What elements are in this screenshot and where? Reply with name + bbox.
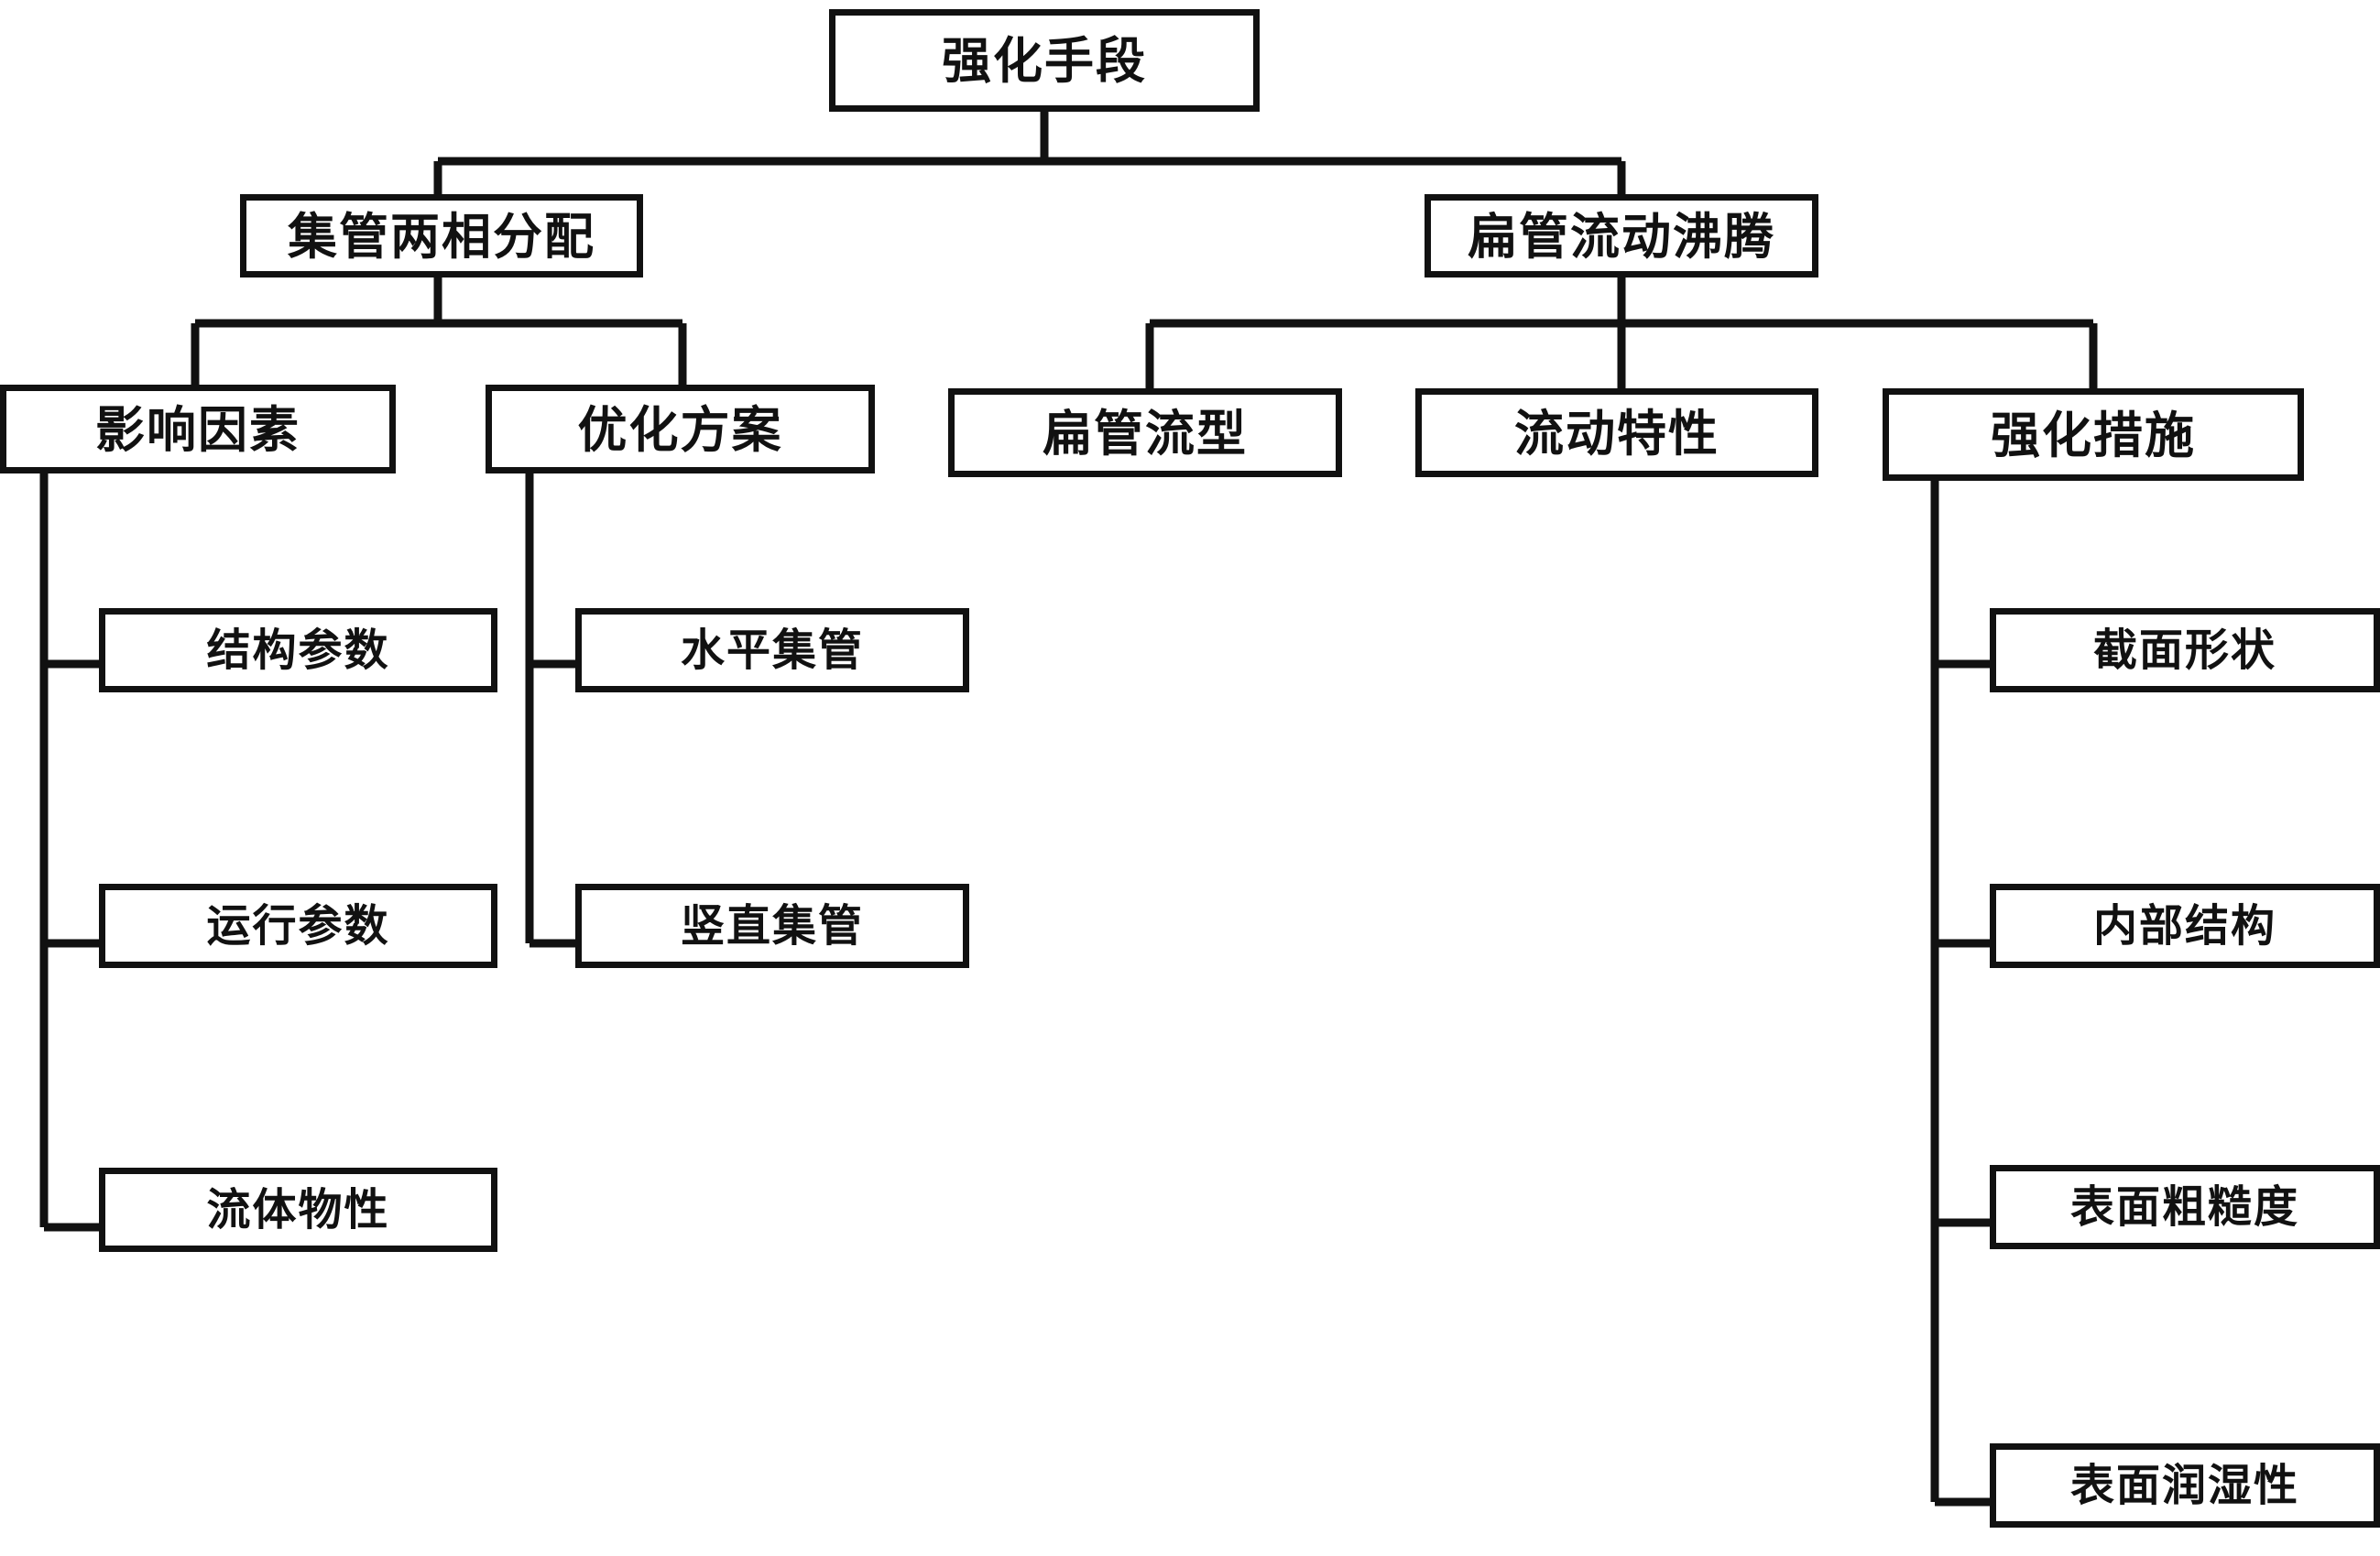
node-root-label: 强化手段 — [942, 31, 1147, 90]
node-vertical-header[interactable]: 竖直集管 — [575, 884, 969, 968]
node-flow-pattern[interactable]: 扁管流型 — [948, 388, 1342, 477]
node-horizontal-header[interactable]: 水平集管 — [575, 608, 969, 692]
node-vertical-header-label: 竖直集管 — [680, 900, 864, 952]
node-cross-section-shape[interactable]: 截面形状 — [1990, 608, 2380, 692]
node-flow-characteristics-label: 流动特性 — [1514, 403, 1719, 462]
node-horizontal-header-label: 水平集管 — [680, 625, 864, 676]
node-operating-parameters[interactable]: 运行参数 — [99, 884, 497, 968]
node-cross-section-shape-label: 截面形状 — [2092, 625, 2276, 676]
node-structural-parameters-label: 结构参数 — [206, 625, 390, 676]
node-operating-parameters-label: 运行参数 — [206, 900, 390, 952]
node-root[interactable]: 强化手段 — [829, 9, 1260, 112]
node-branch-right[interactable]: 扁管流动沸腾 — [1425, 194, 1818, 277]
node-surface-wettability-label: 表面润湿性 — [2069, 1460, 2299, 1511]
node-enhancement-measures[interactable]: 强化措施 — [1883, 388, 2304, 481]
node-surface-roughness[interactable]: 表面粗糙度 — [1990, 1165, 2380, 1249]
node-flow-characteristics[interactable]: 流动特性 — [1415, 388, 1818, 477]
node-branch-left[interactable]: 集管两相分配 — [240, 194, 643, 277]
node-influence-factors[interactable]: 影响因素 — [0, 385, 396, 473]
node-structural-parameters[interactable]: 结构参数 — [99, 608, 497, 692]
node-internal-structure-label: 内部结构 — [2092, 900, 2276, 952]
node-optimization-plan-label: 优化方案 — [577, 399, 783, 459]
node-fluid-properties-label: 流体物性 — [206, 1184, 390, 1235]
node-surface-roughness-label: 表面粗糙度 — [2069, 1181, 2299, 1233]
node-fluid-properties[interactable]: 流体物性 — [99, 1168, 497, 1252]
node-internal-structure[interactable]: 内部结构 — [1990, 884, 2380, 968]
node-flow-pattern-label: 扁管流型 — [1043, 403, 1248, 462]
node-optimization-plan[interactable]: 优化方案 — [486, 385, 875, 473]
node-enhancement-measures-label: 强化措施 — [1991, 405, 2196, 464]
node-influence-factors-label: 影响因素 — [95, 399, 300, 459]
node-surface-wettability[interactable]: 表面润湿性 — [1990, 1443, 2380, 1528]
node-branch-left-label: 集管两相分配 — [288, 206, 595, 266]
node-branch-right-label: 扁管流动沸腾 — [1468, 206, 1775, 266]
